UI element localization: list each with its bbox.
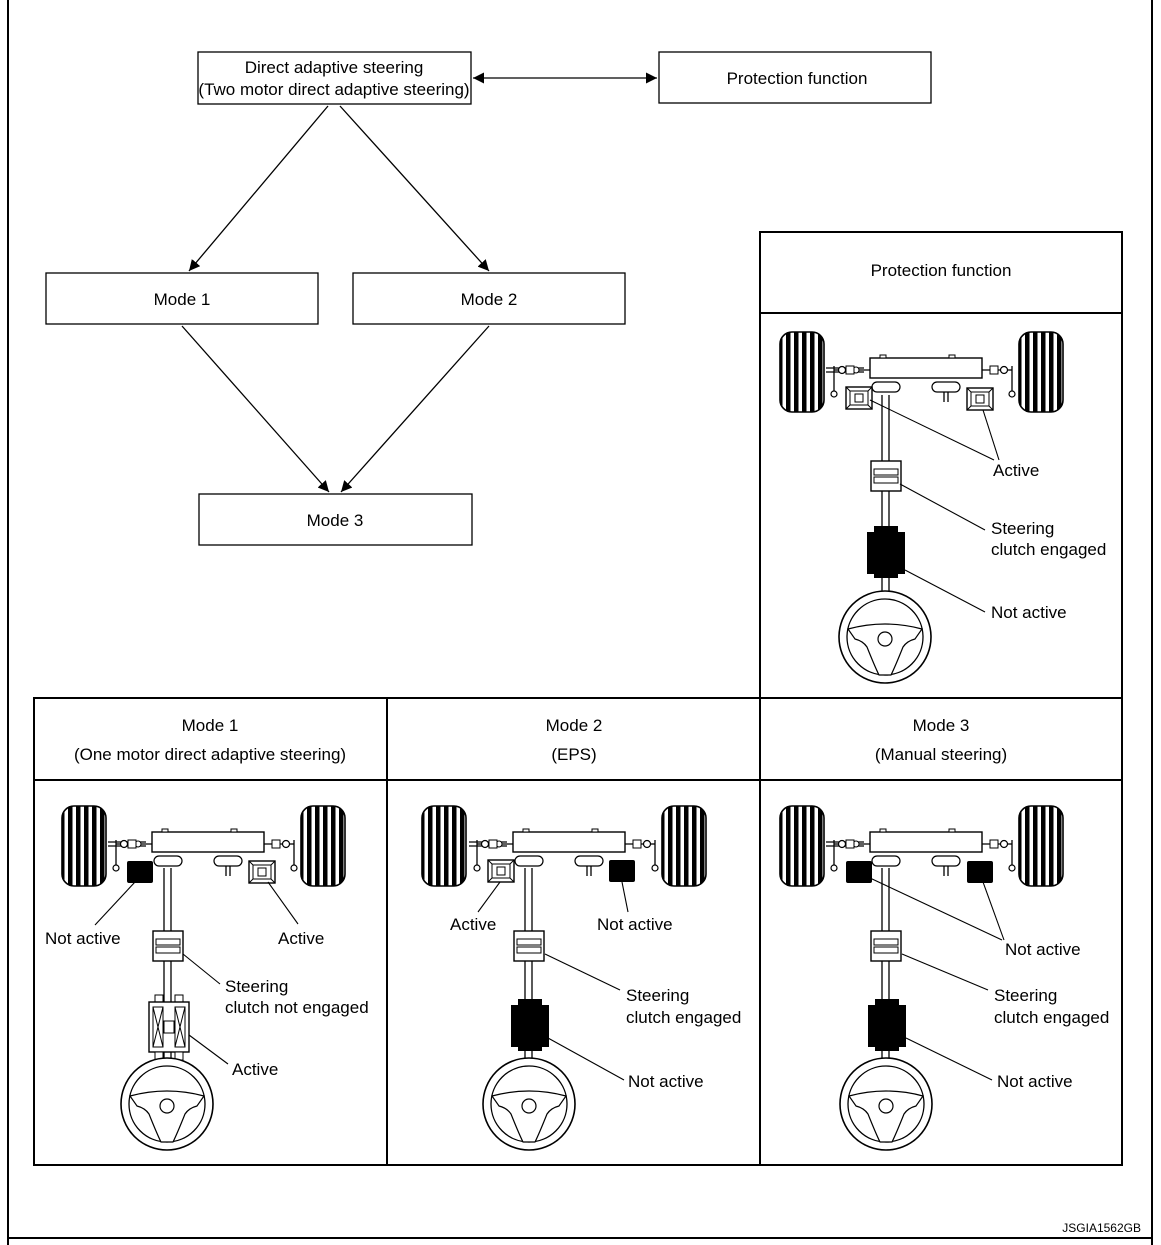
protection-clutch-label-2: clutch engaged [991, 540, 1106, 559]
mode2-panel-subtitle: (EPS) [551, 745, 596, 764]
mode2-right-actuator [609, 860, 635, 882]
figure-id: JSGIA1562GB [1062, 1221, 1141, 1235]
mode3-left-actuator [846, 861, 872, 883]
protection-illustration [779, 331, 1064, 684]
mode1-clutch [152, 930, 184, 962]
mode-panels: Mode 1 (One motor direct adaptive steeri… [33, 697, 1123, 1166]
mode-panels-frame [33, 697, 1123, 1166]
direct-adaptive-box [197, 51, 472, 105]
mode1-upper-motor [148, 994, 190, 1061]
mode2-upper-motor [511, 999, 549, 1051]
mode1-illustration [61, 805, 346, 1151]
protection-steering-wheel [838, 590, 932, 684]
mode3-clutch [870, 930, 902, 962]
leader [982, 881, 1005, 941]
leader [905, 1037, 993, 1081]
leader [982, 409, 1000, 461]
mode3-illustration [779, 805, 1064, 1151]
arrow-mode1-to-mode3 [181, 325, 330, 493]
mode1-not-active-label: Not active [45, 929, 121, 948]
mode3-clutch-label-2: clutch engaged [994, 1008, 1109, 1027]
mode1-active-label: Active [278, 929, 324, 948]
mode1-left-actuator [127, 861, 153, 883]
mode3-steering-wheel [839, 1057, 933, 1151]
protection-left-actuator [845, 386, 873, 410]
leader [182, 953, 221, 985]
mode2-clutch [513, 930, 545, 962]
mode1-box [45, 272, 319, 325]
leader [94, 881, 136, 926]
direct-adaptive-line2: (Two motor direct adaptive steering) [198, 80, 469, 99]
leader [544, 953, 621, 991]
leader [477, 881, 501, 913]
mode3-upper-not-active-label: Not active [997, 1072, 1073, 1091]
mode2-active-label: Active [450, 915, 496, 934]
mode3-right-actuator [967, 861, 993, 883]
leader [904, 569, 986, 613]
leader [188, 1034, 229, 1065]
mode2-steering-wheel [482, 1057, 576, 1151]
protection-clutch [870, 460, 902, 492]
mode3-upper-motor [868, 999, 906, 1051]
direct-adaptive-line1: Direct adaptive steering [245, 58, 424, 77]
mode2-not-active-label: Not active [597, 915, 673, 934]
mode3-not-active-label: Not active [1005, 940, 1081, 959]
protection-right-actuator [966, 387, 994, 411]
mode2-box-label: Mode 2 [461, 290, 518, 309]
mode2-clutch-label-1: Steering [626, 986, 689, 1005]
mode3-panel-subtitle: (Manual steering) [875, 745, 1007, 764]
leader [901, 953, 989, 991]
mode2-clutch-label-2: clutch engaged [626, 1008, 741, 1027]
mode1-panel-subtitle: (One motor direct adaptive steering) [74, 745, 346, 764]
leader [899, 483, 986, 531]
mode2-box [352, 272, 626, 325]
mode2-panel-title: Mode 2 [546, 716, 603, 735]
leader [621, 881, 629, 913]
protection-box-label: Protection function [727, 69, 868, 88]
mode2-upper-not-active-label: Not active [628, 1072, 704, 1091]
mode3-box [198, 493, 473, 546]
protection-active-label: Active [993, 461, 1039, 480]
protection-box [658, 51, 932, 104]
mode1-upper-active-label: Active [232, 1060, 278, 1079]
protection-panel-frame [759, 231, 1123, 699]
mode3-box-label: Mode 3 [307, 511, 364, 530]
mode2-illustration [421, 805, 707, 1151]
leader [547, 1037, 625, 1081]
mode1-clutch-label-2: clutch not engaged [225, 998, 369, 1017]
mode1-steering-wheel [120, 1057, 214, 1151]
mode1-clutch-label-1: Steering [225, 977, 288, 996]
protection-panel-title: Protection function [871, 261, 1012, 280]
mode3-panel-title: Mode 3 [913, 716, 970, 735]
protection-panel: Protection function Active Steering clut… [759, 231, 1123, 699]
mode1-right-actuator [248, 860, 276, 884]
arrow-direct-to-mode2 [339, 105, 490, 272]
mode1-panel-title: Mode 1 [182, 716, 239, 735]
protection-upper-motor [867, 526, 905, 578]
arrow-mode2-to-mode3 [340, 325, 490, 493]
arrow-direct-to-mode1 [188, 105, 329, 272]
leader [869, 877, 1003, 941]
protection-not-active-label: Not active [991, 603, 1067, 622]
mode3-clutch-label-1: Steering [994, 986, 1057, 1005]
leader [267, 881, 299, 925]
leader [869, 399, 995, 461]
protection-clutch-label-1: Steering [991, 519, 1054, 538]
mode2-left-actuator [487, 859, 515, 883]
flow-chart: Direct adaptive steering (Two motor dire… [45, 51, 932, 546]
mode1-box-label: Mode 1 [154, 290, 211, 309]
